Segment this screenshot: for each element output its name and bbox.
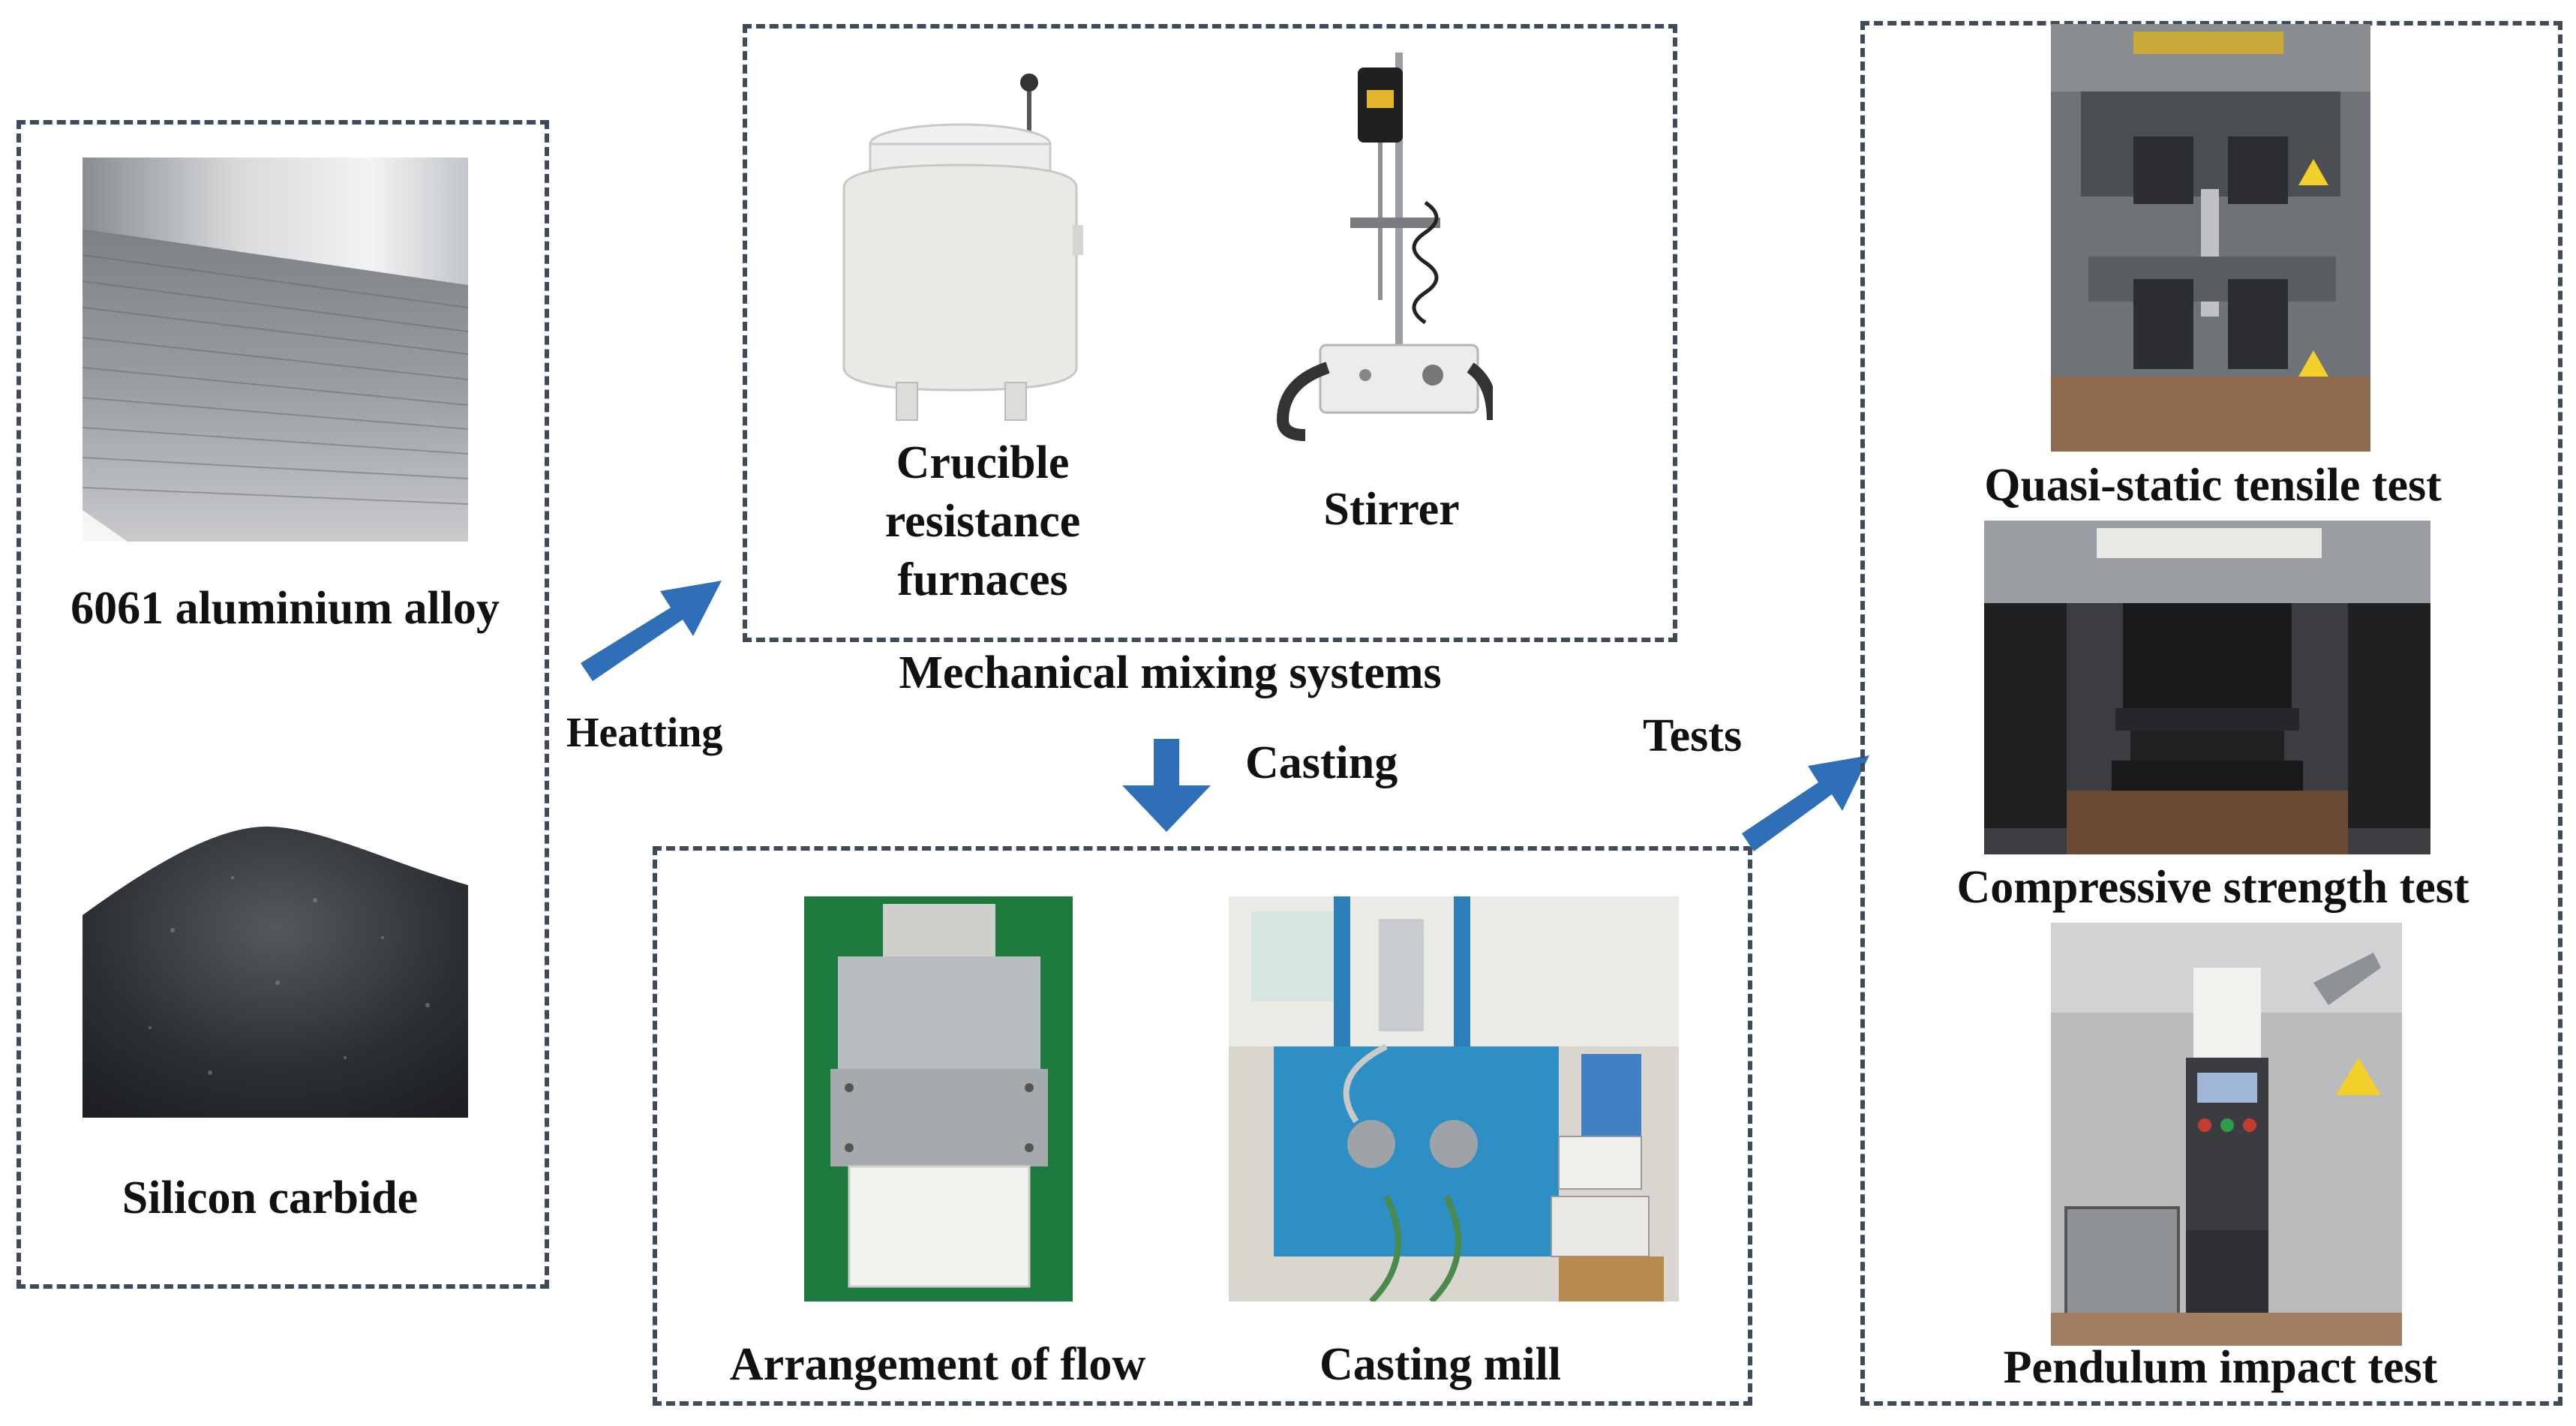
crucible-furnace-label-line-2: resistance [884, 496, 1081, 548]
stirrer-photo [1268, 53, 1493, 443]
casting-mill-photo [1229, 896, 1679, 1301]
impact-test-photo [2051, 923, 2402, 1346]
aluminium-alloy-photo [83, 158, 468, 542]
tensile-test-photo [2051, 24, 2370, 452]
casting-box [653, 846, 1752, 1406]
heating-label: Heatting [566, 710, 723, 756]
flow-arrangement-label: Arrangement of flow [729, 1339, 1146, 1390]
mixing-systems-box [743, 24, 1677, 642]
mechanical-mixing-systems-label: Mechanical mixing systems [899, 647, 1442, 698]
tests-box [1860, 21, 2562, 1406]
heating-arrow [581, 581, 722, 681]
crucible-furnace-label-line-1: Crucible [896, 437, 1070, 488]
crucible-furnace-label: Crucible resistance furnaces [825, 434, 1140, 609]
crucible-furnace-label-line-3: furnaces [897, 554, 1068, 606]
silicon-carbide-label: Silicon carbide [122, 1172, 419, 1223]
raw-materials-box [17, 120, 549, 1289]
casting-arrow [1122, 739, 1211, 832]
tests-arrow [1742, 755, 1869, 851]
flow-arrangement-photo [804, 896, 1073, 1301]
silicon-carbide-photo [83, 743, 468, 1118]
compressive-test-photo [1984, 521, 2430, 854]
impact-test-label: Pendulum impact test [2003, 1342, 2438, 1393]
compressive-test-label: Compressive strength test [1956, 862, 2469, 913]
tests-label: Tests [1643, 710, 1743, 761]
stirrer-label: Stirrer [1323, 484, 1460, 535]
casting-mill-label: Casting mill [1319, 1339, 1562, 1390]
casting-label: Casting [1245, 737, 1398, 788]
crucible-furnace-photo [825, 60, 1095, 428]
aluminium-alloy-label: 6061 aluminium alloy [71, 583, 500, 634]
tensile-test-label: Quasi-static tensile test [1984, 460, 2442, 511]
